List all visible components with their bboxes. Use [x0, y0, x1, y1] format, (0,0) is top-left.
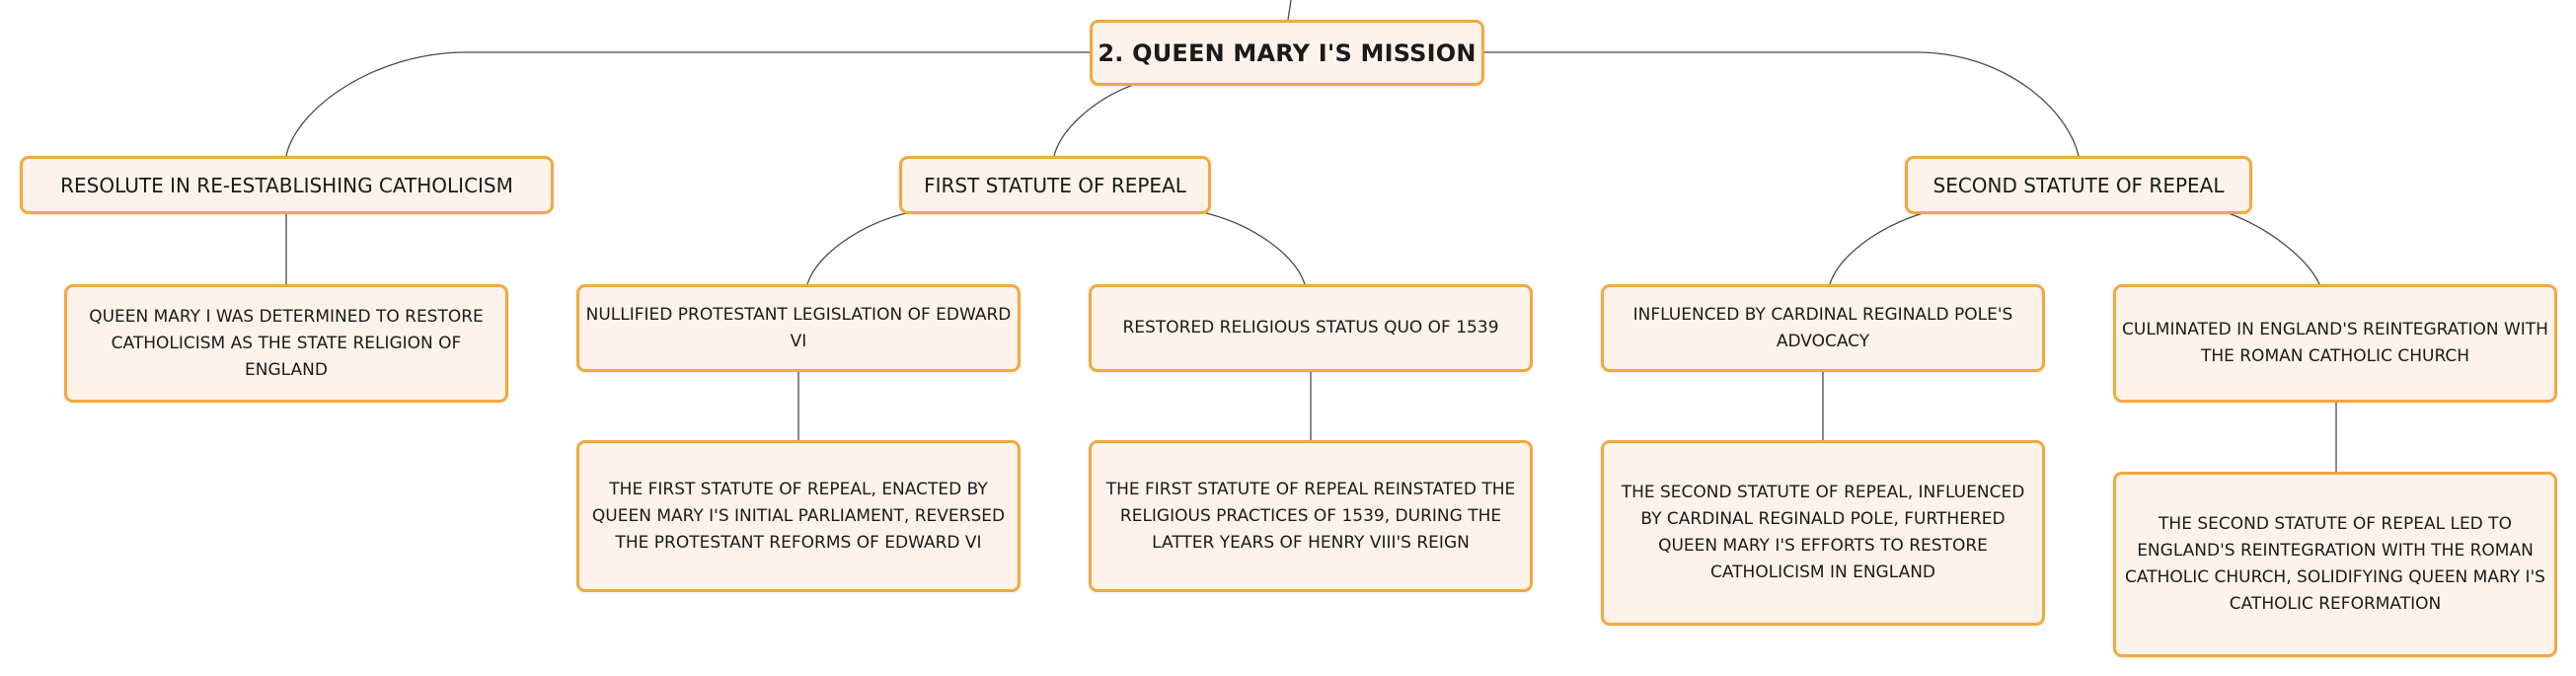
branch-label: FIRST STATUTE OF REPEAL: [924, 173, 1186, 197]
connector-branch-3-child-2: [2228, 212, 2320, 285]
detail-second-statute-reintegration[interactable]: THE SECOND STATUTE OF REPEAL LED TO ENGL…: [2113, 472, 2557, 657]
detail-label: THE SECOND STATUTE OF REPEAL, INFLUENCED…: [1621, 483, 2025, 582]
branch-first-statute-of-repeal[interactable]: FIRST STATUTE OF REPEAL: [899, 156, 1211, 214]
connector-root-parent: [1287, 0, 1292, 21]
branch-second-statute-of-repeal[interactable]: SECOND STATUTE OF REPEAL: [1905, 156, 2252, 214]
detail-first-statute-reversed-reforms[interactable]: THE FIRST STATUTE OF REPEAL, ENACTED BY …: [576, 440, 1021, 592]
subtopic-queen-mary-determined[interactable]: QUEEN MARY I WAS DETERMINED TO RESTORE C…: [64, 284, 508, 403]
connector-branch-2-child-1: [806, 212, 907, 285]
subtopic-label: NULLIFIED PROTESTANT LEGISLATION OF EDWA…: [585, 304, 1012, 351]
subtopic-label: CULMINATED IN ENGLAND'S REINTEGRATION WI…: [2122, 320, 2548, 366]
connector-branch-2-child-2: [1205, 212, 1306, 285]
connector-root-branch-2: [1053, 84, 1134, 157]
root-topic[interactable]: 2. QUEEN MARY I'S MISSION: [1090, 20, 1484, 86]
subtopic-nullified-protestant-legislation[interactable]: NULLIFIED PROTESTANT LEGISLATION OF EDWA…: [576, 284, 1021, 372]
subtopic-restored-status-quo-1539[interactable]: RESTORED RELIGIOUS STATUS QUO OF 1539: [1089, 284, 1533, 372]
branch-label: SECOND STATUTE OF REPEAL: [1932, 173, 2225, 197]
detail-label: THE SECOND STATUTE OF REPEAL LED TO ENGL…: [2125, 514, 2545, 614]
branch-label: RESOLUTE IN RE-ESTABLISHING CATHOLICISM: [60, 173, 513, 197]
subtopic-label: INFLUENCED BY CARDINAL REGINALD POLE'S A…: [1632, 304, 2013, 351]
subtopic-culminated-in-reintegration[interactable]: CULMINATED IN ENGLAND'S REINTEGRATION WI…: [2113, 284, 2557, 403]
subtopic-label: RESTORED RELIGIOUS STATUS QUO OF 1539: [1122, 318, 1499, 338]
root-topic-label: 2. QUEEN MARY I'S MISSION: [1098, 38, 1477, 67]
connector-root-branch-3: [1484, 51, 2080, 157]
detail-label: THE FIRST STATUTE OF REPEAL, ENACTED BY …: [591, 479, 1006, 553]
detail-first-statute-reinstated-1539[interactable]: THE FIRST STATUTE OF REPEAL REINSTATED T…: [1089, 440, 1533, 592]
subtopic-influenced-by-cardinal-pole[interactable]: INFLUENCED BY CARDINAL REGINALD POLE'S A…: [1601, 284, 2045, 372]
detail-label: THE FIRST STATUTE OF REPEAL REINSTATED T…: [1105, 479, 1516, 553]
branch-resolute-in-re-establishing-catholicism[interactable]: RESOLUTE IN RE-ESTABLISHING CATHOLICISM: [20, 156, 554, 214]
detail-second-statute-pole[interactable]: THE SECOND STATUTE OF REPEAL, INFLUENCED…: [1601, 440, 2045, 626]
subtopic-label: QUEEN MARY I WAS DETERMINED TO RESTORE C…: [89, 306, 484, 380]
connector-branch-3-child-1: [1829, 212, 1924, 285]
connector-root-branch-1: [285, 51, 1090, 157]
